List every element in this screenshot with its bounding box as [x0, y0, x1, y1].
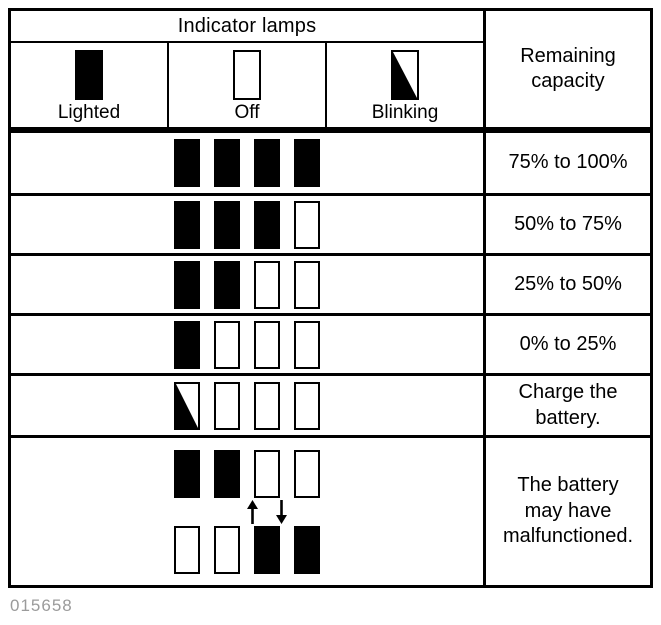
- lamp-1: [174, 381, 200, 430]
- table-row: 25% to 50%: [11, 256, 650, 316]
- table-body: 75% to 100% 50% to 75%: [11, 133, 650, 585]
- lamp-1: [174, 200, 200, 249]
- lamp-1: [174, 320, 200, 369]
- capacity-value: 50% to 75%: [514, 212, 622, 235]
- row-lamps-0-25: [11, 316, 483, 373]
- capacity-line1: The battery: [517, 474, 619, 497]
- row-capacity-cell: 75% to 100%: [483, 133, 650, 193]
- alternation-arrows: [246, 499, 288, 525]
- lamp-off-icon: [233, 50, 261, 100]
- capacity-header-text: Remaining capacity: [520, 44, 616, 94]
- lamp-lighted-icon: [75, 50, 103, 100]
- lamp-strip: [174, 381, 320, 430]
- lamp-strip: [174, 200, 320, 249]
- table-row: The battery may have malfunctioned.: [11, 438, 650, 585]
- lamp-3: [254, 139, 280, 187]
- capacity-value: Charge the battery.: [519, 380, 618, 431]
- row-capacity-cell: 0% to 25%: [483, 316, 650, 373]
- header-body-divider: [11, 127, 650, 133]
- lamp-4: [294, 139, 320, 187]
- lamp-3: [254, 200, 280, 249]
- capacity-header-line1: Remaining: [520, 45, 616, 67]
- legend-cell-off: Off: [167, 43, 325, 127]
- lamp-3: [254, 449, 280, 498]
- capacity-value: 0% to 25%: [519, 332, 617, 355]
- lamp-strip-top: [174, 449, 320, 498]
- capacity-header-line2: capacity: [531, 70, 605, 92]
- legend-cell-blinking: Blinking: [325, 43, 483, 127]
- lamp-1: [174, 139, 200, 187]
- lamp-strip: [174, 320, 320, 369]
- row-capacity-cell: Charge the battery.: [483, 376, 650, 435]
- capacity-value: 75% to 100%: [508, 151, 628, 174]
- lamp-blinking-icon: [391, 50, 419, 100]
- legend-cell-lighted: Lighted: [11, 43, 167, 127]
- lamp-1: [174, 525, 200, 574]
- capacity-value: The battery may have malfunctioned.: [503, 473, 633, 550]
- row-capacity-cell: 50% to 75%: [483, 196, 650, 253]
- lamp-4: [294, 449, 320, 498]
- legend-label-blinking: Blinking: [371, 102, 439, 123]
- lamp-strip: [174, 139, 320, 187]
- lamp-2: [214, 139, 240, 187]
- row-lamps-75-100: [11, 133, 483, 193]
- lamp-4: [294, 381, 320, 430]
- table-row: 0% to 25%: [11, 316, 650, 376]
- lamp-1: [174, 260, 200, 309]
- lamp-4: [294, 525, 320, 574]
- lamp-2: [214, 525, 240, 574]
- lamp-strip-bottom: [174, 525, 320, 574]
- lamp-4: [294, 200, 320, 249]
- row-capacity-cell: The battery may have malfunctioned.: [483, 438, 650, 585]
- lamp-strip: [174, 260, 320, 309]
- capacity-header-cell: Remaining capacity: [483, 11, 650, 127]
- lamp-2: [214, 200, 240, 249]
- indicator-lamp-table: Indicator lamps Lighted Off Blink: [8, 8, 653, 588]
- row-lamps-25-50: [11, 256, 483, 313]
- capacity-line2: battery.: [535, 406, 601, 429]
- legend-row: Lighted Off Blinking: [11, 43, 483, 127]
- lamps-header-column: Indicator lamps Lighted Off Blink: [11, 11, 483, 127]
- row-lamps-50-75: [11, 196, 483, 253]
- lamp-1: [174, 449, 200, 498]
- capacity-line2: may have: [524, 499, 612, 522]
- lamp-4: [294, 320, 320, 369]
- table-row: Charge the battery.: [11, 376, 650, 438]
- figure-caption-id: 015658: [10, 596, 73, 615]
- lamp-3: [254, 525, 280, 574]
- lamp-2: [214, 320, 240, 369]
- table-row: 75% to 100%: [11, 133, 650, 196]
- capacity-line1: Charge the: [518, 380, 618, 403]
- row-capacity-cell: 25% to 50%: [483, 256, 650, 313]
- table-header-row: Indicator lamps Lighted Off Blink: [11, 11, 650, 127]
- lamp-3: [254, 260, 280, 309]
- capacity-line3: malfunctioned.: [502, 525, 634, 548]
- lamp-2: [214, 449, 240, 498]
- lamp-2: [214, 381, 240, 430]
- arrow-down-icon: [275, 499, 288, 524]
- legend-label-off: Off: [234, 102, 260, 123]
- row-lamps-charge: [11, 376, 483, 435]
- lamp-2: [214, 260, 240, 309]
- legend-label-lighted: Lighted: [57, 102, 121, 123]
- table-row: 50% to 75%: [11, 196, 650, 256]
- arrow-up-icon: [246, 499, 259, 524]
- lamp-3: [254, 381, 280, 430]
- capacity-value: 25% to 50%: [514, 272, 622, 295]
- lamps-title-cell: Indicator lamps: [11, 11, 483, 43]
- lamp-3: [254, 320, 280, 369]
- row-lamps-malfunction: [11, 438, 483, 585]
- lamp-4: [294, 260, 320, 309]
- table-header: Indicator lamps Lighted Off Blink: [11, 11, 650, 127]
